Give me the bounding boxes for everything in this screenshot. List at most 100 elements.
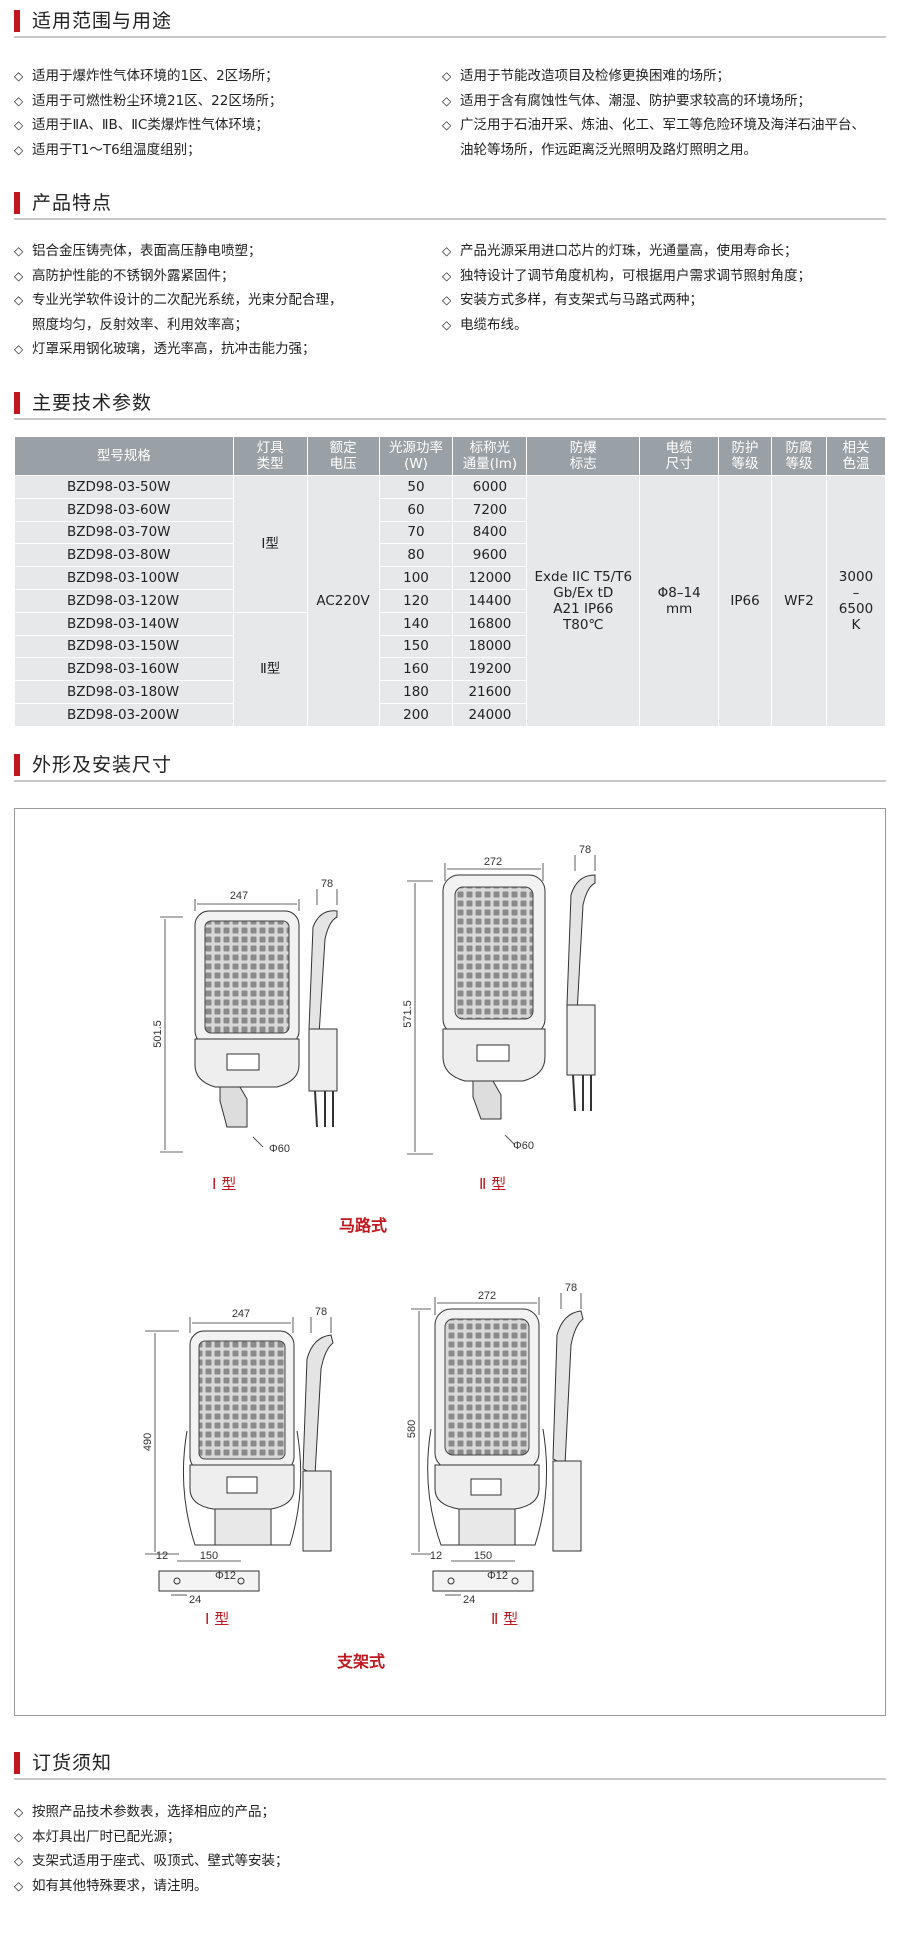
list-item-text: 适用于可燃性粉尘环境21区、22区场所； [32,92,283,109]
dim-depth-label: 78 [565,1282,577,1294]
dim-width-label: 272 [484,856,502,868]
dim-width-label: 272 [478,1290,496,1302]
column-header: 额定电压 [306,436,380,476]
section-marker [14,1752,20,1774]
section-header-scope: 适用范围与用途 [14,6,886,38]
dim-height-label: 571.5 [402,1000,414,1028]
dim-base-width-label: 150 [474,1550,492,1562]
list-item-text: 适用于含有腐蚀性气体、潮湿、防护要求较高的环境场所； [460,92,811,109]
column-header: 灯具类型 [232,436,308,476]
column-header: 光源功率(W) [378,436,454,476]
type-cell: Ⅰ型 [232,475,308,613]
list-item: ◇高防护性能的不锈钢外露紧固件； [14,264,343,289]
diamond-icon: ◇ [442,293,452,307]
list-item-text: 灯罩采用钢化玻璃，透光率高，抗冲击能力强； [32,341,316,357]
anticorrosion-cell: WF2 [771,475,827,727]
list-item: 油轮等场所，作远距离泛光照明及路灯照明之用。 [442,138,865,163]
diamond-icon: ◇ [14,244,24,258]
power-cell: 100 [378,566,454,590]
ip-cell: IP66 [718,475,773,727]
section-title: 外形及安装尺寸 [32,754,173,776]
column-header: 型号规格 [14,436,234,476]
dim-diameter-label: Φ60 [513,1140,534,1152]
list-item-text: 适用于ⅡA、ⅡB、ⅡC类爆炸性气体环境； [32,117,269,133]
road-type1-label: Ⅰ 型 [212,1175,236,1193]
dim-width-label: 247 [230,890,248,902]
list-item-text: 照度均匀，反射效率、利用效率高； [32,316,248,333]
section-header-features: 产品特点 [14,188,886,220]
list-item: ◇专业光学软件设计的二次配光系统，光束分配合理， [14,288,343,313]
column-header: 电缆尺寸 [639,436,720,476]
model-cell: BZD98-03-160W [14,657,234,682]
column-header: 标称光通量(lm) [452,436,528,476]
model-cell: BZD98-03-140W [14,611,234,636]
scope-list-right: ◇适用于节能改造项目及检修更换困难的场所；◇适用于含有腐蚀性气体、潮湿、防护要求… [442,64,865,162]
list-item-text: 广泛用于石油开采、炼油、化工、军工等危险环境及海洋石油平台、 [460,117,865,133]
table-header-row: 型号规格灯具类型额定电压光源功率(W)标称光通量(lm)防爆标志电缆尺寸防护等级… [14,436,887,476]
flux-cell: 24000 [452,702,528,727]
road-type2-drawing: 272 571.5 Φ60 78 [402,844,596,1155]
list-item: ◇ 本灯具出厂时已配光源； [14,1825,289,1850]
list-item-text: 独特设计了调节角度机构，可根据用户需求调节照射角度； [460,267,811,284]
list-item-text: 油轮等场所，作远距离泛光照明及路灯照明之用。 [460,141,757,158]
list-item: ◇适用于可燃性粉尘环境21区、22区场所； [14,89,282,114]
list-item: ◇适用于节能改造项目及检修更换困难的场所； [442,64,865,89]
power-cell: 200 [378,702,454,727]
dim-diameter-label: Φ60 [269,1143,290,1155]
list-item-text: 适用于爆炸性气体环境的1区、2区场所； [32,68,279,84]
list-item: ◇ 铝合金压铸壳体，表面高压静电喷塑； [14,239,343,264]
power-cell: 120 [378,588,454,613]
list-item: ◇电缆布线。 [442,313,811,338]
column-header: 防护等级 [718,436,773,476]
power-cell: 70 [378,520,454,545]
dimension-drawing: 247 501.5 Φ60 78 Ⅰ 型 272 [142,844,596,1671]
model-cell: BZD98-03-120W [14,588,234,613]
diamond-icon: ◇ [442,268,452,283]
section-title: 订货须知 [32,1752,113,1774]
power-cell: 160 [378,657,454,682]
spec-table: 型号规格灯具类型额定电压光源功率(W)标称光通量(lm)防爆标志电缆尺寸防护等级… [14,436,887,727]
list-item: ◇ 独特设计了调节角度机构，可根据用户需求调节照射角度； [442,264,811,289]
list-item-text: 本灯具出厂时已配光源； [32,1828,181,1845]
features-list-right: ◇产品光源采用进口芯片的灯珠，光通量高，使用寿命长； ◇ 独特设计了调节角度机构，可… [442,239,811,337]
list-item-text: 安装方式多样，有支架式与马路式两种； [460,292,703,308]
model-cell: BZD98-03-60W [14,497,234,522]
power-cell: 60 [378,497,454,522]
list-item: ◇适用于含有腐蚀性气体、潮湿、防护要求较高的环境场所； [442,89,865,114]
list-item: ◇产品光源采用进口芯片的灯珠，光通量高，使用寿命长； [442,239,811,264]
model-cell: BZD98-03-100W [14,566,234,590]
power-cell: 180 [378,680,454,704]
list-item: 照度均匀，反射效率、利用效率高； [14,313,343,338]
diamond-icon: ◇ [14,1878,24,1893]
dim-width-label: 247 [232,1308,250,1320]
road-mount-caption: 马路式 [339,1216,387,1235]
list-item-text: 如有其他特殊要求，请注明。 [32,1877,208,1894]
diamond-icon: ◇ [442,317,452,332]
list-item-text: 铝合金压铸壳体，表面高压静电喷塑； [32,243,262,259]
section-title: 主要技术参数 [32,392,153,414]
list-item: ◇支架式适用于座式、吸顶式、壁式等安装； [14,1849,289,1874]
list-item: ◇ 安装方式多样，有支架式与马路式两种； [442,288,811,313]
list-item: ◇灯罩采用钢化玻璃，透光率高，抗冲击能力强； [14,337,343,362]
list-item-text: 适用于节能改造项目及检修更换困难的场所； [460,68,730,84]
diamond-icon: ◇ [14,142,24,157]
dimension-diagram-frame: 247 501.5 Φ60 78 Ⅰ 型 272 [14,808,886,1716]
dim-base-offset-label: 12 [156,1550,168,1562]
column-header: 相关色温 [825,436,887,476]
list-item-text: 专业光学软件设计的二次配光系统，光束分配合理， [32,292,343,308]
diamond-icon: ◇ [14,1829,24,1844]
diamond-icon: ◇ [14,1854,24,1868]
diamond-icon: ◇ [442,118,452,132]
scope-list-left: ◇适用于爆炸性气体环境的1区、2区场所；◇适用于可燃性粉尘环境21区、22区场所… [14,64,282,162]
column-header: 防腐等级 [771,436,827,476]
order-list: ◇按照产品技术参数表，选择相应的产品；◇本灯具出厂时已配光源；◇支架式适用于座式… [14,1800,289,1898]
section-header-order: 订货须知 [14,1748,886,1780]
section-marker [14,754,20,776]
diamond-icon: ◇ [14,118,24,132]
dim-base-offset-label: 12 [430,1550,442,1562]
